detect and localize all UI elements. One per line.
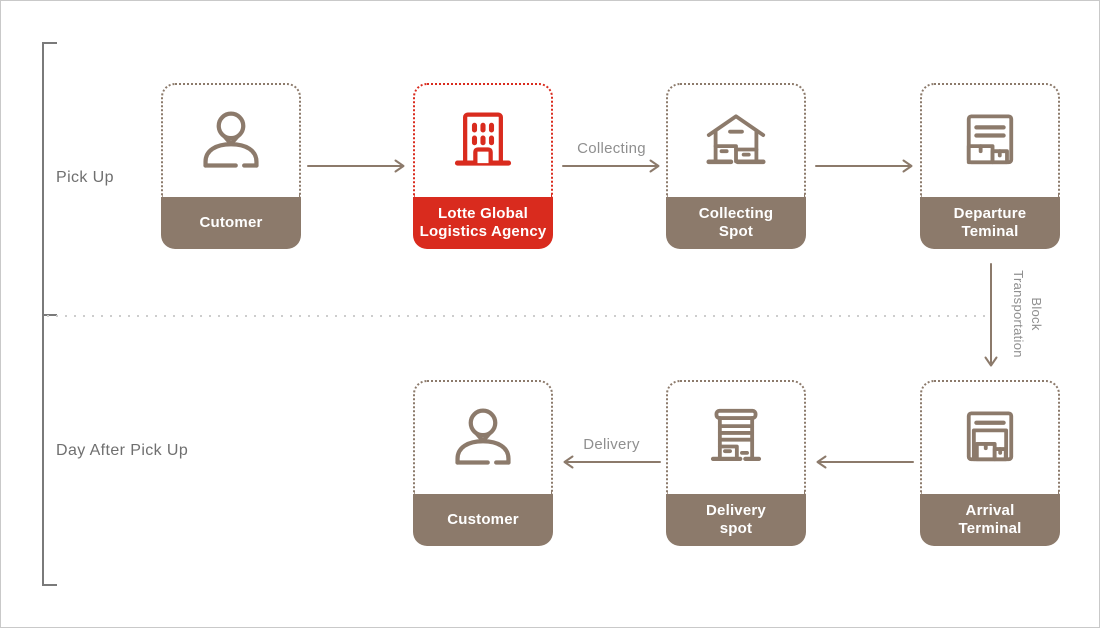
card-icon-area bbox=[920, 380, 1060, 494]
arrow-customer-to-agency bbox=[307, 159, 405, 173]
collecting-arrow-label: Collecting bbox=[577, 140, 646, 157]
day-divider bbox=[47, 315, 985, 317]
arrival-terminal-icon bbox=[966, 411, 1014, 462]
card-delivery-spot: Delivery spot bbox=[666, 380, 806, 546]
bracket-tick-top bbox=[42, 42, 57, 44]
block-transportation-label: Block Transportation bbox=[1007, 254, 1045, 374]
card-label-line: Delivery bbox=[706, 502, 766, 519]
card-label-line: Collecting bbox=[698, 205, 774, 222]
card-label-line: Lotte Global bbox=[438, 205, 528, 222]
arrow-delivery-spot-to-customer bbox=[563, 455, 661, 469]
card-label-line: Customer bbox=[447, 511, 519, 528]
card-label-line: Departure bbox=[953, 205, 1027, 222]
person-icon bbox=[455, 408, 511, 465]
row1-side-label: Pick Up bbox=[56, 169, 114, 186]
card-icon-area bbox=[666, 83, 806, 197]
card-icon-area bbox=[920, 83, 1060, 197]
departure-terminal-icon bbox=[966, 114, 1014, 165]
building-icon bbox=[454, 112, 512, 166]
card-label-line: Logistics Agency bbox=[419, 223, 547, 240]
arrow-departure-to-arrival bbox=[984, 263, 998, 367]
card-customer-pickup: Cutomer bbox=[161, 83, 301, 249]
card-label: Departure Teminal bbox=[920, 197, 1060, 249]
card-label: Cutomer bbox=[161, 197, 301, 249]
card-label: Delivery spot bbox=[666, 494, 806, 546]
card-label: Collecting Spot bbox=[666, 197, 806, 249]
card-icon-area bbox=[413, 380, 553, 494]
card-label: Arrival Terminal bbox=[920, 494, 1060, 546]
collecting-spot-icon bbox=[706, 114, 766, 165]
delivery-arrow-label: Delivery bbox=[583, 436, 640, 453]
bracket-tick-bottom bbox=[42, 584, 57, 586]
card-arrival-terminal: Arrival Terminal bbox=[920, 380, 1060, 546]
person-icon bbox=[203, 111, 259, 168]
card-label-line: Teminal bbox=[961, 223, 1019, 240]
delivery-spot-icon bbox=[710, 408, 762, 461]
card-label: Customer bbox=[413, 494, 553, 546]
row2-side-label: Day After Pick Up bbox=[56, 442, 189, 459]
arrow-collecting-spot-to-departure bbox=[815, 159, 913, 173]
card-label-line: Cutomer bbox=[199, 214, 263, 231]
card-lotte-global-logistics-agency: Lotte Global Logistics Agency bbox=[413, 83, 553, 249]
block-transportation-line: Block bbox=[1029, 297, 1044, 331]
block-transportation-line: Transportation bbox=[1011, 270, 1026, 358]
card-label: Lotte Global Logistics Agency bbox=[413, 197, 553, 249]
arrow-arrival-to-delivery-spot bbox=[816, 455, 914, 469]
card-label-line: Terminal bbox=[958, 520, 1022, 537]
card-label-line: spot bbox=[719, 520, 753, 537]
arrow-agency-to-collecting-spot bbox=[562, 159, 660, 173]
card-icon-area bbox=[666, 380, 806, 494]
card-icon-area bbox=[413, 83, 553, 197]
card-label-line: Arrival bbox=[965, 502, 1015, 519]
card-customer-delivery: Customer bbox=[413, 380, 553, 546]
card-icon-area bbox=[161, 83, 301, 197]
card-label-line: Spot bbox=[718, 223, 754, 240]
card-departure-terminal: Departure Teminal bbox=[920, 83, 1060, 249]
card-collecting-spot: Collecting Spot bbox=[666, 83, 806, 249]
